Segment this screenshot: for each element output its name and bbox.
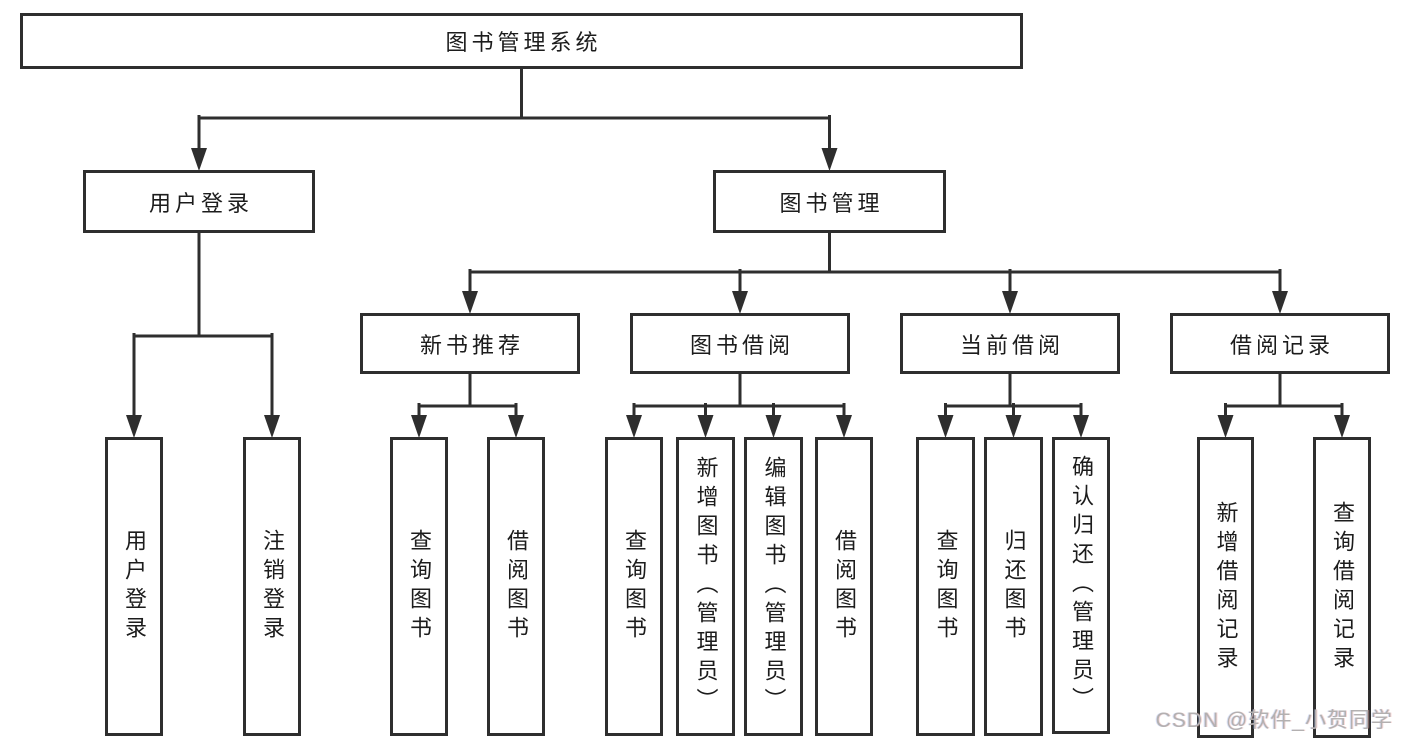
node-label-borrow-records: 借阅记录 (1229, 332, 1334, 358)
node-leaf-query-books-3: 查询图书 (916, 437, 975, 736)
node-leaf-query-books-2: 查询图书 (605, 437, 663, 736)
node-label-leaf-query-books-3: 查询图书 (933, 528, 959, 645)
arrowhead-leaf-confirm-return (1073, 415, 1089, 438)
node-label-system-root: 图书管理系统 (445, 30, 602, 55)
node-label-leaf-borrow-books-1: 借阅图书 (504, 528, 529, 645)
connector-user-login-group (126, 231, 280, 438)
arrowhead-book-borrowing (732, 291, 748, 314)
arrowhead-leaf-return-books (1005, 415, 1022, 438)
arrowhead-leaf-add-book-admin (697, 415, 714, 438)
node-book-management: 图书管理 (713, 170, 946, 233)
arrowhead-leaf-borrow-books-1 (508, 415, 524, 438)
arrowhead-leaf-edit-book-admin (765, 415, 782, 438)
node-leaf-borrow-books-1: 借阅图书 (487, 437, 545, 736)
node-label-leaf-return-books: 归还图书 (1001, 528, 1027, 645)
node-leaf-confirm-return: 确认归还（管理员） (1052, 437, 1110, 734)
arrowhead-leaf-logout (264, 415, 280, 438)
node-new-book-recommend: 新书推荐 (360, 313, 580, 374)
connector-new-book-recommend (411, 372, 524, 438)
node-leaf-query-books-1: 查询图书 (390, 437, 448, 736)
node-leaf-edit-book-admin: 编辑图书（管理员） (744, 437, 803, 736)
arrowhead-leaf-query-books-3 (937, 415, 954, 438)
arrowhead-user-login-group (191, 148, 207, 171)
node-label-leaf-edit-book-admin: 编辑图书（管理员） (761, 456, 787, 717)
node-label-leaf-add-borrow-record: 新增借阅记录 (1213, 500, 1239, 675)
node-label-user-login-group: 用户登录 (148, 190, 253, 216)
node-system-root: 图书管理系统 (20, 13, 1023, 69)
arrowhead-current-borrowing (1002, 291, 1018, 314)
node-label-leaf-query-borrow-record: 查询借阅记录 (1330, 500, 1355, 675)
arrowhead-leaf-add-borrow-record (1217, 415, 1234, 438)
node-label-current-borrowing: 当前借阅 (959, 332, 1064, 358)
connector-system-root (191, 67, 838, 171)
connector-book-borrowing (626, 372, 852, 438)
node-label-new-book-recommend: 新书推荐 (419, 332, 524, 358)
node-label-leaf-logout: 注销登录 (260, 528, 285, 645)
arrowhead-leaf-query-borrow-record (1334, 415, 1350, 438)
arrowhead-book-management (821, 148, 838, 171)
node-leaf-return-books: 归还图书 (984, 437, 1043, 736)
arrowhead-new-book-recommend (462, 291, 478, 314)
connector-book-management (462, 231, 1288, 314)
node-leaf-logout: 注销登录 (243, 437, 301, 736)
arrowhead-leaf-query-books-1 (411, 415, 427, 438)
node-label-book-borrowing: 图书借阅 (689, 332, 794, 358)
csdn-watermark: CSDN @软件_小贺同学 (1155, 709, 1393, 732)
node-label-leaf-query-books-1: 查询图书 (407, 528, 432, 645)
connector-current-borrowing (937, 372, 1089, 438)
arrowhead-leaf-borrow-books-2 (836, 415, 852, 438)
node-leaf-borrow-books-2: 借阅图书 (815, 437, 873, 736)
node-leaf-add-borrow-record: 新增借阅记录 (1197, 437, 1254, 738)
node-label-leaf-user-login: 用户登录 (122, 528, 147, 645)
node-label-book-management: 图书管理 (779, 190, 884, 216)
node-book-borrowing: 图书借阅 (630, 313, 850, 374)
node-borrow-records: 借阅记录 (1170, 313, 1390, 374)
node-label-leaf-add-book-admin: 新增图书（管理员） (693, 456, 719, 717)
node-current-borrowing: 当前借阅 (900, 313, 1120, 374)
connector-borrow-records (1217, 372, 1350, 438)
arrowhead-borrow-records (1272, 291, 1288, 314)
node-label-leaf-borrow-books-2: 借阅图书 (832, 528, 857, 645)
arrowhead-leaf-user-login (126, 415, 142, 438)
node-leaf-query-borrow-record: 查询借阅记录 (1313, 437, 1371, 738)
node-label-leaf-confirm-return: 确认归还（管理员） (1069, 455, 1094, 716)
node-leaf-add-book-admin: 新增图书（管理员） (676, 437, 735, 736)
node-leaf-user-login: 用户登录 (105, 437, 163, 736)
arrowhead-leaf-query-books-2 (626, 415, 642, 438)
node-label-leaf-query-books-2: 查询图书 (622, 528, 647, 645)
node-user-login-group: 用户登录 (83, 170, 315, 233)
